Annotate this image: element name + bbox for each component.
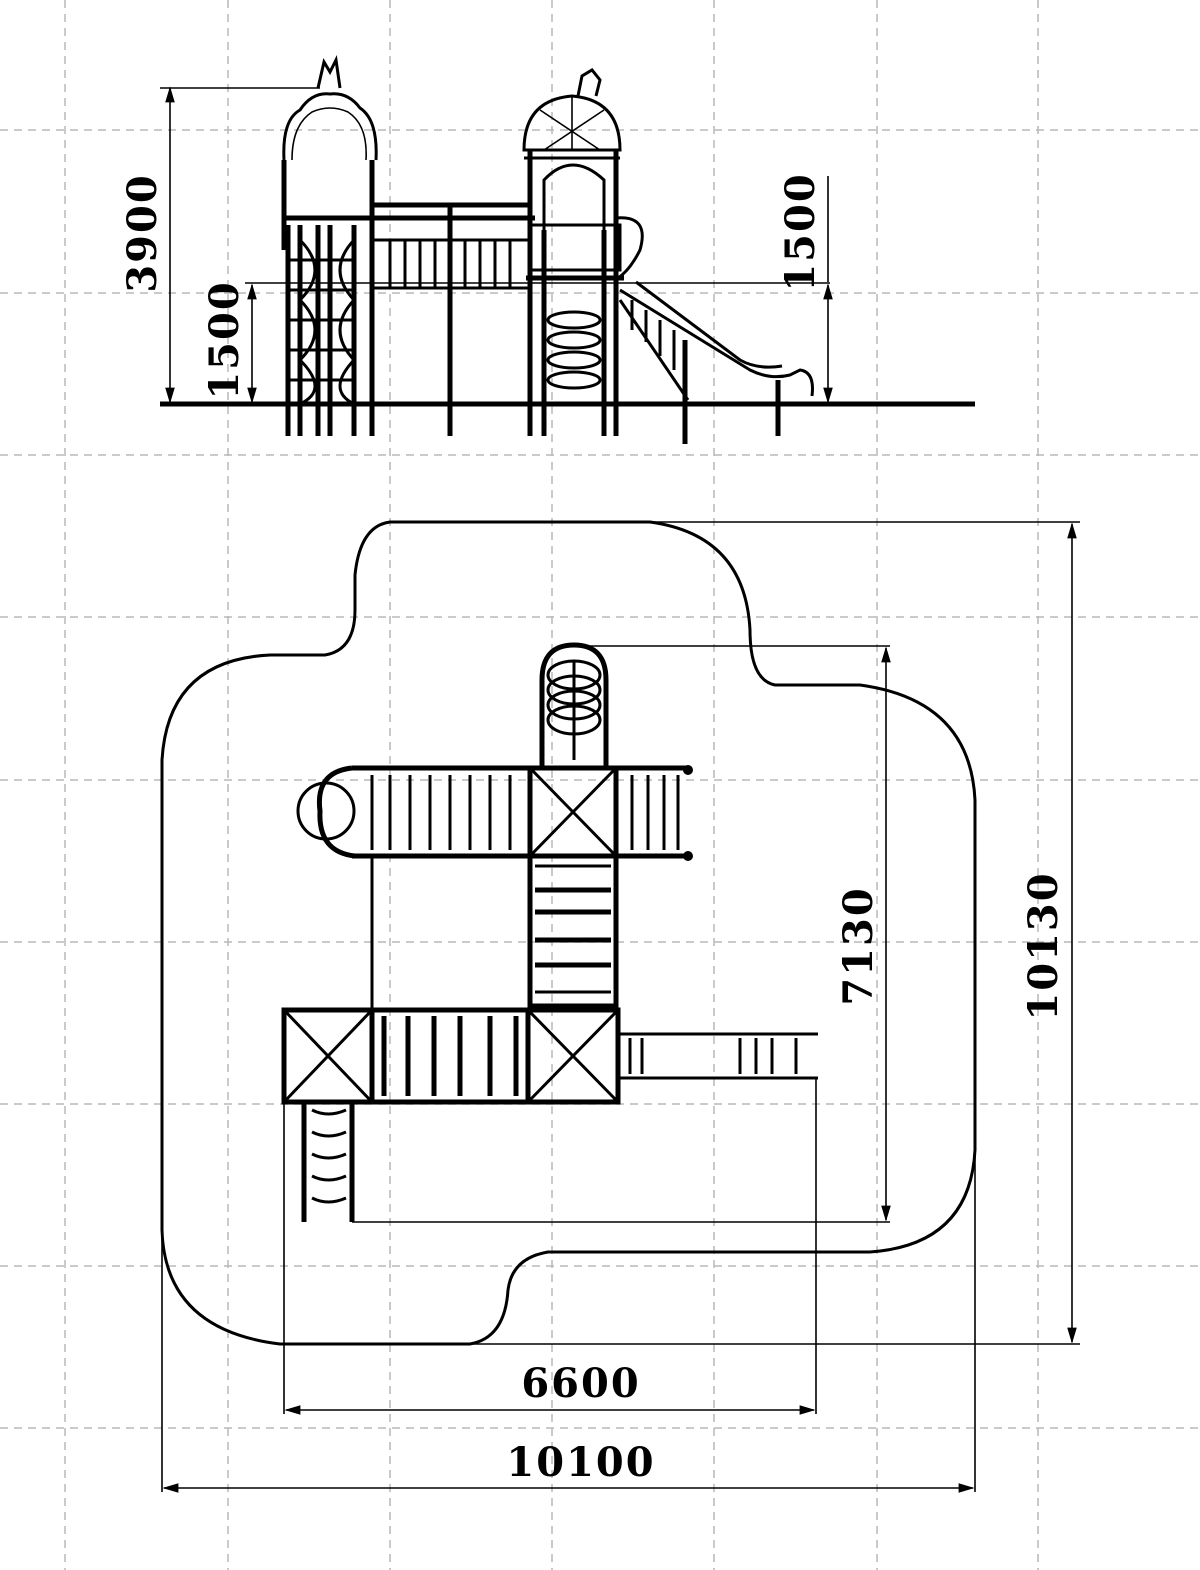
dim-platform-right-label: 1500 — [777, 172, 824, 291]
safety-area-outline — [160, 520, 977, 1346]
left-tower — [281, 55, 378, 436]
dim-total-height-label: 3900 — [119, 173, 166, 292]
plan-dimensions — [161, 521, 1080, 1493]
center-bridge — [284, 202, 535, 436]
dim-platform-left-label: 1500 — [201, 280, 248, 399]
dim-area-depth-label: 10130 — [1020, 871, 1067, 1020]
elevation-view: 3900 1500 1500 — [119, 55, 975, 444]
center-ladder — [370, 853, 619, 1010]
dim-width-label: 6600 — [521, 1360, 640, 1407]
right-tower — [522, 68, 644, 436]
spiral-climber — [539, 642, 609, 768]
slide — [618, 280, 814, 444]
lower-walkway — [281, 1007, 621, 1105]
dim-area-width-label: 10100 — [506, 1439, 655, 1486]
left-ladder-plan — [301, 1102, 355, 1222]
elevation-dimensions — [160, 86, 833, 404]
slide-plan — [618, 1032, 818, 1080]
plan-view: 7130 10130 6600 10100 — [160, 520, 1080, 1493]
dim-depth-label: 7130 — [835, 886, 882, 1005]
